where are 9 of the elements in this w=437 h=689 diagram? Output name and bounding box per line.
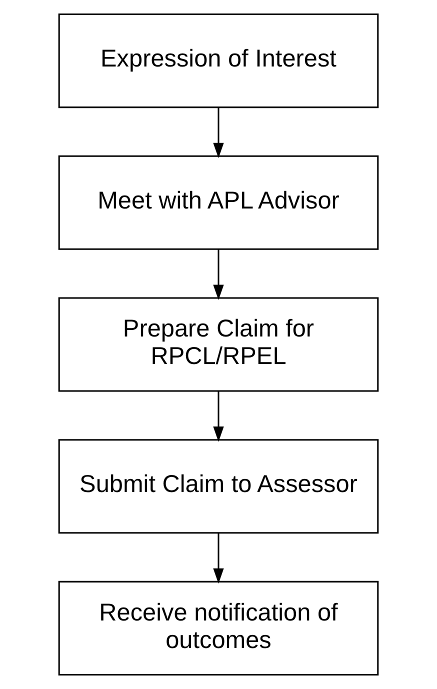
node-box: Meet with APL Advisor: [58, 155, 379, 250]
arrow: [213, 107, 224, 158]
node-box: Submit Claim to Assessor: [58, 439, 379, 534]
arrow: [213, 532, 224, 584]
node-box: Prepare Claim for RPCL/RPEL: [58, 297, 379, 392]
arrow: [213, 391, 224, 442]
node-box: Expression of Interest: [58, 14, 379, 108]
node-box: Receive notification of outcomes: [58, 580, 379, 676]
arrow: [213, 249, 224, 300]
